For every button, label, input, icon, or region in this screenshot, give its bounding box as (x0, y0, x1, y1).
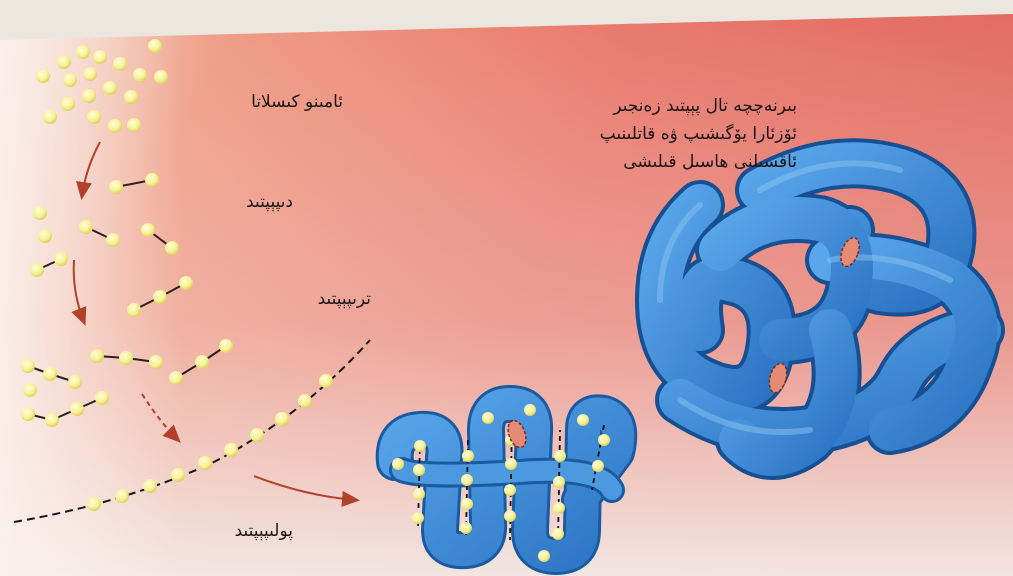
amino-acid-bead (30, 263, 44, 277)
amino-acid-bead (95, 391, 109, 405)
amino-acid-bead (33, 206, 47, 220)
amino-acid-bead (79, 220, 93, 234)
amino-acid-bead (143, 479, 157, 493)
amino-acid-bead (149, 355, 163, 369)
amino-acid-bead (524, 404, 536, 416)
amino-acid-bead (250, 428, 264, 442)
arrow-icon (254, 476, 356, 500)
label-tripeptide: ترىپېپتىد (318, 289, 371, 309)
amino-acid-bead (165, 241, 179, 255)
arrow-icon (74, 260, 84, 322)
amino-acid-bead (145, 173, 159, 187)
amino-acid-bead (38, 229, 52, 243)
label-dipeptide: دىپېپتىد (246, 192, 293, 212)
caption-line-1: بىرنەچچە تال پېپتىد زەنجىر (600, 92, 797, 120)
caption-line-2: ئۆزئارا يۆگىشىپ ۋە قاتلىنىپ (600, 120, 797, 148)
amino-acid-bead (198, 456, 212, 470)
amino-acid-bead (43, 110, 57, 124)
amino-acid-bead (23, 383, 37, 397)
process-arrows (74, 142, 356, 500)
amino-acid-bead (554, 450, 566, 462)
amino-acid-bead (115, 489, 129, 503)
amino-acid-bead (87, 110, 101, 124)
amino-acid-bead (392, 458, 404, 470)
amino-acid-bead (70, 402, 84, 416)
amino-acid-bead (87, 497, 101, 511)
amino-acid-bead (141, 223, 155, 237)
amino-acid-bead (461, 474, 473, 486)
amino-acid-bead (461, 498, 473, 510)
amino-acid-bead (106, 233, 120, 247)
amino-acid-bead (169, 371, 183, 385)
arrow-icon (142, 394, 178, 440)
amino-acid-bead (553, 476, 565, 488)
amino-acid-bead (553, 502, 565, 514)
amino-acid-bead (414, 440, 426, 452)
folded-polypeptide (392, 404, 618, 562)
amino-acid-bead (63, 73, 77, 87)
amino-acid-bead (68, 375, 82, 389)
amino-acid-bead (124, 90, 138, 104)
amino-acid-bead (505, 458, 517, 470)
amino-acid-bead (127, 303, 141, 317)
amino-acid-bead (171, 468, 185, 482)
amino-acid-bead (592, 460, 604, 472)
amino-acid-bead (319, 374, 333, 388)
amino-acid-bead (153, 290, 167, 304)
tripeptides (21, 276, 233, 427)
label-amino-acids: ئامىنو كىسلاتا (251, 92, 343, 112)
amino-acid-bead (154, 70, 168, 84)
amino-acid-bead (45, 413, 59, 427)
amino-acid-bead (82, 89, 96, 103)
amino-acid-bead (119, 351, 133, 365)
amino-acid-bead (133, 68, 147, 82)
amino-acid-bead (219, 339, 233, 353)
amino-acid-bead (108, 119, 122, 133)
amino-acid-bead (109, 180, 123, 194)
amino-acid-bead (148, 39, 162, 53)
amino-acid-bead (54, 252, 68, 266)
amino-acid-bead (195, 355, 209, 369)
protein-complex (660, 163, 980, 455)
amino-acid-bead (413, 488, 425, 500)
amino-acid-bead (113, 57, 127, 71)
amino-acid-bead (83, 67, 97, 81)
amino-acid-bead (504, 484, 516, 496)
amino-acid-bead (504, 510, 516, 522)
amino-acid-cluster (36, 39, 168, 133)
amino-acid-bead (103, 81, 117, 95)
amino-acid-bead (21, 407, 35, 421)
amino-acid-bead (482, 412, 494, 424)
amino-acid-bead (552, 528, 564, 540)
amino-acid-bead (90, 349, 104, 363)
amino-acid-bead (57, 55, 71, 69)
amino-acid-bead (413, 464, 425, 476)
amino-acid-bead (298, 394, 312, 408)
amino-acid-bead (538, 550, 550, 562)
amino-acid-bead (460, 522, 472, 534)
amino-acid-bead (598, 434, 610, 446)
amino-acid-bead (275, 412, 289, 426)
amino-acid-bead (462, 450, 474, 462)
label-polypeptide: پولىپېپتىد (235, 521, 293, 541)
protein-caption: بىرنەچچە تال پېپتىد زەنجىر ئۆزئارا يۆگىش… (600, 92, 797, 176)
amino-acid-bead (43, 367, 57, 381)
amino-acid-bead (76, 45, 90, 59)
amino-acid-bead (412, 512, 424, 524)
amino-acid-bead (127, 118, 141, 132)
amino-acid-bead (577, 414, 589, 426)
dipeptides (30, 173, 179, 277)
arrow-icon (82, 142, 100, 196)
amino-acid-bead (93, 50, 107, 64)
amino-acid-bead (224, 443, 238, 457)
amino-acid-bead (61, 97, 75, 111)
caption-line-3: ئاقسىلنى ھاسىل قىلىشى (600, 148, 797, 176)
amino-acid-bead (36, 69, 50, 83)
amino-acid-bead (21, 359, 35, 373)
amino-acid-bead (179, 276, 193, 290)
